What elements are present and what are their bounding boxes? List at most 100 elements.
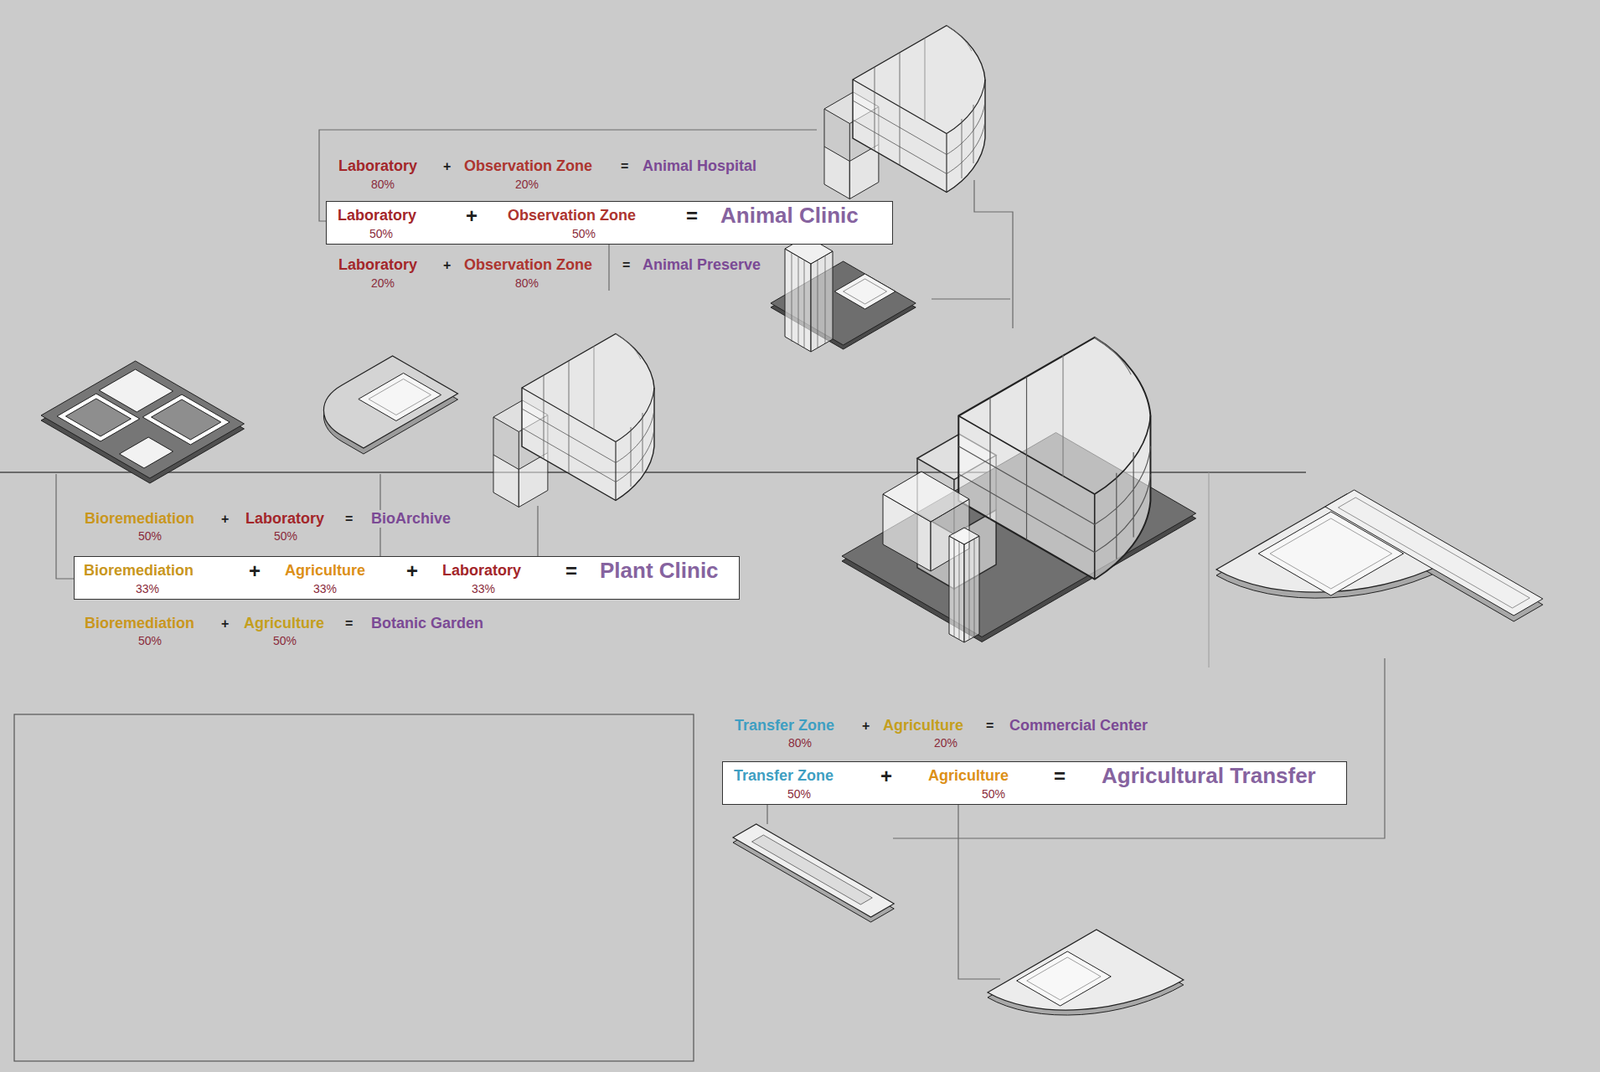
agricultural-slab: [1258, 511, 1404, 596]
agricultural-slab: [1258, 511, 1404, 596]
transfer-slab: [732, 824, 894, 923]
rounded-slab: [298, 356, 459, 449]
leader-line: [56, 474, 74, 579]
operator-sign: =: [620, 258, 632, 274]
equation-box: Laboratory50%+Observation Zone50%=Animal…: [325, 201, 893, 245]
pool-slab: [151, 399, 222, 440]
agriculture-slab: [1027, 957, 1101, 1001]
operator-sign: =: [343, 616, 355, 632]
term-word: Transfer Zone: [733, 767, 834, 785]
percent-share: 80%: [513, 276, 541, 290]
leader-line: [608, 244, 610, 291]
result-name: BioArchive: [369, 510, 453, 528]
term-word: Agriculture: [881, 717, 966, 735]
agricultural-slab: [1216, 490, 1544, 679]
term-word: Observation Zone: [462, 157, 594, 176]
agricultural-slab: [1258, 511, 1404, 596]
leader-line: [958, 805, 1001, 980]
percent-share: 50%: [369, 227, 393, 241]
pool-slab: [41, 361, 244, 479]
agriculture-slab: [987, 929, 1184, 1043]
leader-line: [766, 805, 768, 825]
agricultural-slab: [1269, 518, 1392, 589]
operator-sign: +: [219, 616, 231, 632]
transfer-slab: [732, 824, 894, 918]
result-name: Agricultural Transfer: [1101, 763, 1317, 790]
central-building: [964, 536, 980, 643]
quarter-building: [824, 25, 986, 200]
agriculture-slab: [1016, 951, 1112, 1007]
agricultural-slab: [1216, 490, 1544, 685]
term-word: Laboratory: [336, 256, 419, 274]
operator-sign: +: [465, 204, 478, 228]
tower-block: [791, 252, 826, 349]
result-name: Commercial Center: [1007, 717, 1150, 735]
transfer-slab: [732, 824, 894, 918]
agriculture-slab: [987, 929, 1184, 1048]
tower-block: [843, 278, 888, 305]
operator-sign: +: [441, 159, 453, 175]
percent-share: 33%: [313, 582, 337, 596]
leader-line: [974, 180, 1013, 329]
equation-box: Bioremediation33%+Agriculture33%+Laborat…: [73, 556, 740, 600]
term-word: Laboratory: [243, 510, 326, 528]
term-word: Bioremediation: [82, 614, 197, 633]
central-building: [949, 536, 965, 643]
term-word: Laboratory: [336, 157, 419, 176]
term-word: Bioremediation: [83, 562, 194, 580]
rounded-slab: [368, 379, 431, 416]
result-name: Animal Hospital: [640, 157, 759, 176]
percent-share: 33%: [135, 582, 160, 596]
leader-line: [56, 129, 1385, 980]
percent-share: 80%: [369, 177, 397, 191]
agricultural-slab: [1216, 494, 1456, 633]
term-word: Agriculture: [284, 562, 366, 580]
rounded-slab: [298, 356, 459, 455]
operator-sign: +: [880, 764, 893, 789]
central-building: [841, 337, 1197, 643]
tower-block: [810, 251, 833, 352]
rounded-slab: [298, 356, 459, 449]
term-word: Agriculture: [242, 614, 326, 633]
central-building: [954, 539, 975, 640]
agriculture-slab: [987, 929, 1184, 1043]
result-name: Botanic Garden: [369, 614, 486, 633]
central-building: [949, 527, 980, 545]
pool-slab: [41, 361, 244, 484]
term-word: Agriculture: [928, 767, 1009, 785]
pool-slab: [142, 394, 230, 445]
operator-sign: +: [219, 511, 231, 527]
quarter-building: [493, 334, 655, 508]
empty-frame: [14, 714, 694, 1062]
percent-share: 50%: [136, 529, 164, 543]
central-building: [882, 471, 970, 522]
result-name: Animal Clinic: [720, 203, 859, 229]
quarter-building: [493, 334, 655, 508]
operator-sign: =: [565, 559, 578, 584]
operator-sign: =: [1053, 764, 1066, 789]
percent-share: 50%: [572, 227, 596, 241]
percent-share: 20%: [513, 177, 541, 191]
tower-block: [834, 273, 896, 310]
percent-share: 20%: [369, 276, 397, 290]
empty-frame: [14, 714, 694, 1062]
divider-line: [1208, 472, 1210, 668]
tower-block: [770, 236, 916, 352]
term-word: Transfer Zone: [732, 717, 837, 735]
leader-line: [892, 658, 1385, 839]
term-word: Observation Zone: [507, 206, 636, 225]
pool-slab: [41, 361, 244, 479]
pool-slab: [119, 437, 174, 469]
operator-sign: =: [984, 718, 996, 734]
tower-block: [784, 248, 811, 352]
agriculture-slab: [1016, 951, 1112, 1007]
percent-share: 50%: [981, 787, 1006, 801]
operator-sign: +: [406, 559, 419, 584]
percent-share: 50%: [271, 634, 299, 648]
term-word: Observation Zone: [462, 256, 594, 274]
percent-share: 80%: [786, 736, 814, 750]
percent-share: 50%: [136, 634, 164, 648]
